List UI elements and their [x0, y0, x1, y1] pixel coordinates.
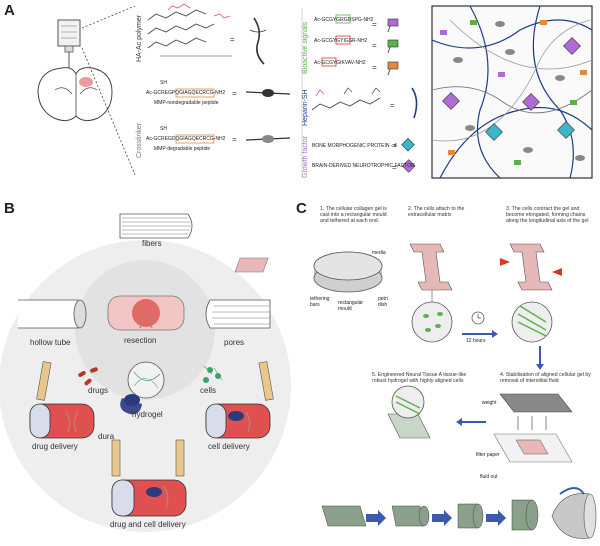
label-resection: resection: [124, 336, 157, 345]
svg-text:=: =: [232, 89, 237, 98]
label-petri-dish: petri dish: [378, 296, 388, 308]
svg-text:=: =: [372, 20, 377, 29]
svg-text:=: =: [390, 101, 395, 110]
svg-text:=: =: [392, 141, 397, 150]
hydrogel-icon: [120, 361, 165, 415]
cells-icon: [203, 365, 223, 383]
bmp4-label: BONE MORPHOGENIC PROTEIN - 4: [312, 143, 397, 149]
mmp-nondegradable-sequence: Ac-GCREGPQGIAGQECRCG-NH2: [146, 90, 226, 96]
fibers-icon: [119, 213, 193, 239]
label-drugs: drugs: [88, 386, 109, 395]
ha-ac-polymer-structure: =: [147, 3, 267, 65]
label-weight: weight: [482, 400, 497, 406]
label-hollow-tube: hollow tube: [30, 338, 71, 347]
sh-label-1: SH: [160, 80, 167, 86]
hollow-tube-icon: [18, 299, 87, 329]
step2-gel-icon: [409, 243, 453, 343]
label-drug-delivery: drug delivery: [32, 442, 78, 451]
bioactive-peptide-1: Ac-GCGYGRGDSPG-NH2: [314, 17, 374, 23]
drugs-icon: [78, 367, 98, 386]
step-2-text: 2. The cells attach to the extracellular…: [408, 206, 465, 218]
panel-a-letter: A: [4, 2, 15, 19]
clock-icon: [471, 311, 485, 325]
pores-icon: [205, 299, 271, 329]
bioactive-signal-icons: = = =: [321, 14, 399, 76]
heparin-sh-structure: =: [311, 87, 418, 119]
label-dura: dura: [98, 432, 115, 441]
brain-section-icon: [37, 67, 113, 122]
label-twelve-hours: 12 hours: [466, 338, 486, 344]
drug-and-cell-delivery-icon: [111, 439, 187, 517]
label-media: media: [372, 250, 386, 256]
svg-text:=: =: [392, 163, 397, 172]
label-rectangular-mould: rectangular mould: [338, 300, 364, 312]
sh-label-2: SH: [160, 126, 167, 132]
engineered-tissue-icon: [387, 385, 431, 439]
label-fibers: fibers: [142, 239, 162, 248]
drug-delivery-icon: [29, 361, 95, 439]
syringe-icon: [57, 19, 81, 70]
equals-sign: =: [230, 35, 235, 44]
bdnf-label: BRAIN-DERIVED NEUROTROPHIC FACTOR: [312, 163, 415, 169]
resection-icon: [107, 295, 185, 331]
label-drug-and-cell-delivery: drug and cell delivery: [110, 520, 186, 529]
step-4-text: 4. Stabilisation of aligned cellular gel…: [500, 372, 591, 384]
growth-factor-icons: = =: [392, 137, 416, 173]
step-1-text: 1. The cellular collagen gel is cast int…: [320, 206, 387, 224]
label-hydrogel: hydrogel: [132, 410, 163, 419]
weight-press-icon: [493, 393, 573, 463]
step-3-text: 3. The cells contract the gel and become…: [506, 206, 589, 224]
mmp-degradable-sequence: Ac-GCREGDQGIAGQECRCG-NH2: [146, 136, 226, 142]
label-tethering-bars: tethering bars: [310, 296, 330, 308]
step3-gel-icon: [500, 243, 562, 343]
label-cell-delivery: cell delivery: [208, 442, 250, 451]
panel-b-letter: B: [4, 200, 15, 217]
mmp-degradable-label: MMP-degradable peptide: [154, 146, 211, 152]
label-cells: cells: [200, 386, 217, 395]
panel-c-letter: C: [296, 200, 307, 217]
svg-text:=: =: [232, 135, 237, 144]
mmp-nondegradable-label: MMP-nondegradable peptide: [154, 100, 219, 106]
petri-dish-icon: [234, 251, 383, 293]
cell-delivery-icon: [205, 361, 274, 439]
svg-text:=: =: [372, 63, 377, 72]
crosslinker-peptides: = =: [175, 88, 291, 144]
label-pores: pores: [224, 338, 245, 347]
svg-text:=: =: [372, 41, 377, 50]
hydrogel-network-box: [431, 5, 593, 179]
bioactive-peptide-3: Ac-GCGYGIKVAV-NH2: [314, 60, 366, 66]
label-fluid-out: fluid out: [480, 474, 498, 480]
step-5-text: 5. Engineered Neural Tissue A tissue-lik…: [372, 372, 467, 384]
bioactive-peptide-2: Ac-GCGYGYIGSR-NH2: [314, 38, 368, 44]
label-filter-paper: filter paper: [476, 452, 500, 458]
rolling-sequence: [321, 487, 597, 539]
